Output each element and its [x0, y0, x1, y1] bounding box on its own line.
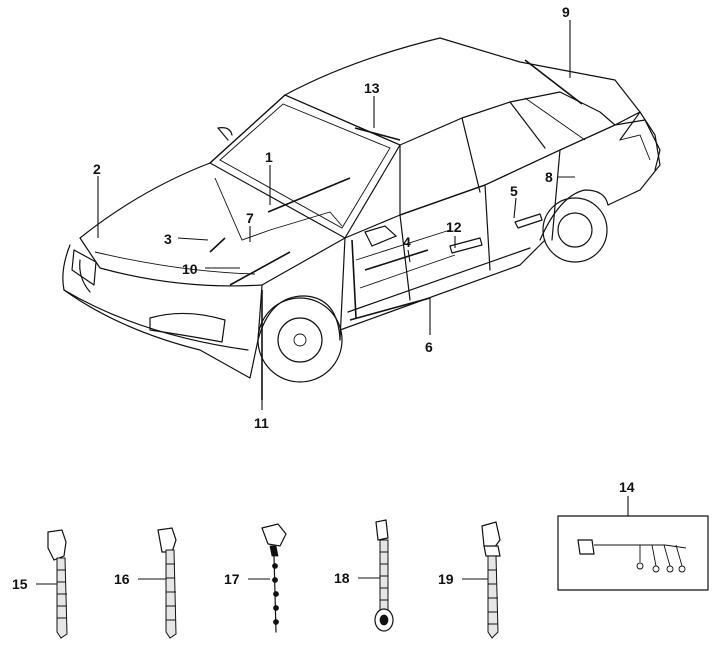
callout-8: 8 — [545, 169, 553, 185]
callout-6: 6 — [425, 339, 433, 355]
part-19-cable-tie-mount — [481, 521, 501, 639]
car-illustration — [62, 37, 661, 400]
car-front-wheel — [257, 297, 343, 383]
harness-pillar — [351, 239, 357, 319]
car-antenna — [217, 127, 233, 141]
harness-3 — [209, 237, 226, 253]
car-headlight-left — [149, 312, 226, 343]
callout-7: 7 — [246, 210, 254, 226]
car-hood — [79, 162, 346, 287]
callout-leaders — [36, 20, 629, 585]
harness-9 — [524, 59, 583, 105]
car-rear-wheel — [542, 197, 608, 263]
harness-1 — [267, 177, 351, 213]
harness-4 — [364, 249, 429, 271]
car-windshield — [209, 94, 401, 239]
car-headlight-right — [71, 249, 97, 286]
part-15-cable-tie — [47, 529, 68, 639]
callout-15: 15 — [12, 576, 28, 592]
car-roof — [209, 37, 641, 164]
callout-16: 16 — [114, 571, 130, 587]
harness-10 — [229, 251, 291, 286]
callout-4: 4 — [403, 234, 411, 250]
callout-19: 19 — [438, 571, 454, 587]
callout-11: 11 — [254, 415, 269, 431]
callout-3: 3 — [164, 231, 172, 247]
part-18-cable-tie-loop — [374, 519, 394, 632]
car-side-windows — [399, 91, 616, 216]
harness-13 — [354, 127, 401, 141]
harness-6 — [349, 297, 431, 321]
callout-10: 10 — [182, 261, 198, 277]
part-14-harness-inset — [557, 515, 709, 591]
callout-1: 1 — [265, 149, 273, 165]
callout-5: 5 — [510, 183, 518, 199]
part-16-cable-tie — [157, 527, 177, 639]
car-door-handle-front — [449, 237, 483, 254]
part-17-cable-tie-clip — [261, 523, 287, 633]
car-rear — [614, 119, 661, 171]
car-side-mirror — [364, 225, 398, 247]
callout-numbers: 1 2 3 4 5 6 7 8 9 10 11 12 13 14 15 16 1… — [12, 4, 635, 592]
callout-2: 2 — [93, 161, 101, 177]
car-front-bumper — [62, 244, 263, 379]
callout-17: 17 — [224, 571, 240, 587]
callout-14: 14 — [619, 479, 635, 495]
callout-9: 9 — [562, 4, 570, 20]
callout-13: 13 — [364, 80, 380, 96]
car-body-side — [339, 111, 661, 341]
callout-18: 18 — [334, 570, 350, 586]
car-door-handle-rear — [514, 213, 543, 229]
callout-12: 12 — [446, 219, 462, 235]
